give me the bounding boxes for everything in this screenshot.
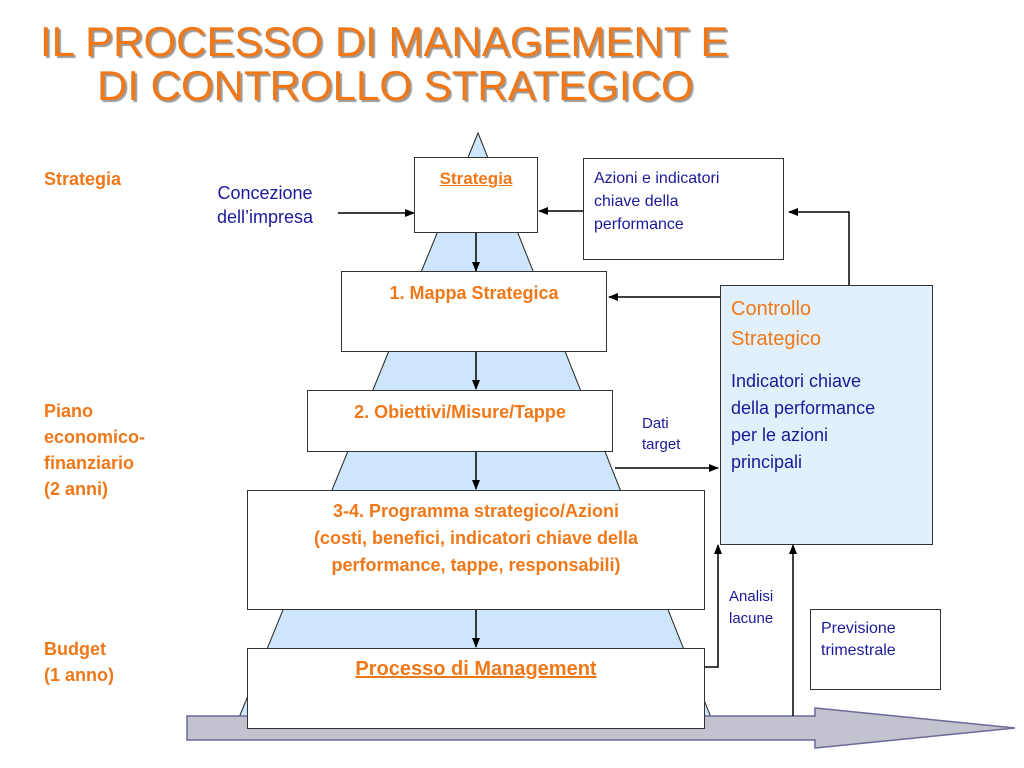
- concezione-label: Concezione dell’impresa: [216, 183, 314, 227]
- strategia-box-label: Strategia: [439, 169, 513, 188]
- page-title-line1: IL PROCESSO DI MANAGEMENT E: [40, 18, 729, 65]
- strategia-box: Strategia: [414, 157, 538, 233]
- azioni-indicatori-text: Azioni e indicatori chiave della perform…: [594, 170, 720, 233]
- programma-strategico-box: 3-4. Programma strategico/Azioni (costi,…: [247, 490, 705, 610]
- arrow-analisi-lacune: [705, 544, 722, 668]
- previsione-trimestrale-text: Previsione trimestrale: [821, 620, 896, 659]
- programma-strategico-text: 3-4. Programma strategico/Azioni (costi,…: [313, 501, 639, 575]
- dati-target-label: Dati target: [642, 415, 681, 453]
- side-label-budget: Budget (1 anno): [44, 639, 114, 685]
- side-label-piano: Piano economico- finanziario (2 anni): [44, 401, 146, 499]
- controllo-strategico-panel: Controllo Strategico Indicatori chiave d…: [720, 285, 933, 545]
- obiettivi-label: 2. Obiettivi/Misure/Tappe: [354, 402, 566, 422]
- processo-management-label: Processo di Management: [355, 658, 597, 680]
- previsione-trimestrale-box: Previsione trimestrale: [810, 609, 941, 690]
- controllo-strategico-title: Controllo Strategico: [731, 298, 822, 350]
- processo-management-box: Processo di Management: [247, 648, 705, 729]
- page-title-line2: DI CONTROLLO STRATEGICO: [97, 62, 694, 109]
- azioni-indicatori-box: Azioni e indicatori chiave della perform…: [583, 158, 784, 260]
- side-label-strategia: Strategia: [44, 169, 122, 189]
- arrow-controllo-to-azioni: [788, 208, 850, 285]
- mappa-strategica-label: 1. Mappa Strategica: [389, 283, 559, 303]
- page-title: IL PROCESSO DI MANAGEMENT E DI CONTROLLO…: [40, 20, 860, 108]
- obiettivi-box: 2. Obiettivi/Misure/Tappe: [307, 390, 613, 452]
- controllo-strategico-body: Indicatori chiave della performance per …: [731, 371, 876, 472]
- mappa-strategica-box: 1. Mappa Strategica: [341, 271, 607, 352]
- analisi-lacune-label: Analisi lacune: [729, 588, 774, 627]
